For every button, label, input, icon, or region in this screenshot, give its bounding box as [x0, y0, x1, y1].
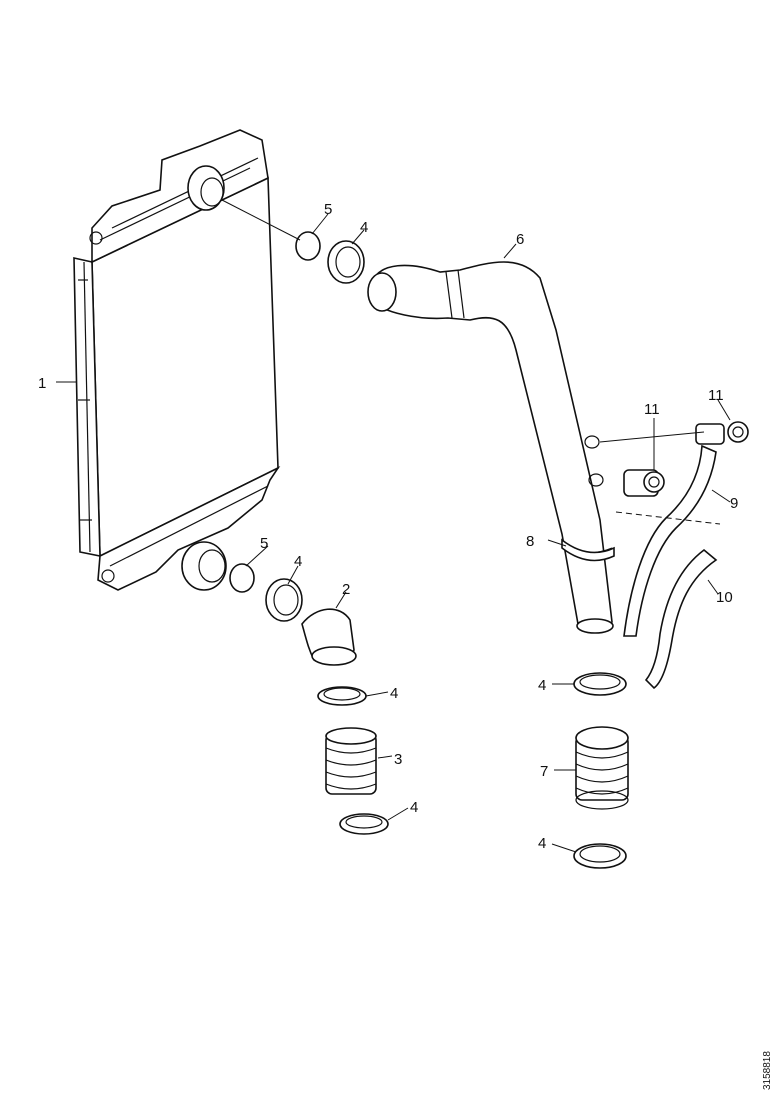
o-ring-upper — [295, 231, 321, 261]
hose-clamp-low — [339, 813, 389, 835]
hose-clamp-lower-right — [265, 578, 303, 622]
elbow-hose — [301, 608, 357, 666]
leader-lines — [56, 199, 731, 853]
callout-3: 3 — [394, 751, 402, 768]
callout-4-upper: 4 — [360, 219, 368, 236]
callout-9: 9 — [730, 495, 738, 512]
figure-id: 3158818 — [762, 1051, 773, 1090]
hose-clamp-mid — [317, 686, 367, 706]
callout-2: 2 — [342, 581, 350, 598]
callout-4-bottom: 4 — [538, 835, 546, 852]
callout-5-lower: 5 — [260, 535, 268, 552]
sensor-lower — [623, 469, 665, 497]
corrugated-sleeve-7 — [575, 726, 629, 810]
pipe-clamp-band — [561, 538, 615, 562]
callout-4-low: 4 — [410, 799, 418, 816]
callout-7: 7 — [540, 763, 548, 780]
o-ring-lower — [229, 563, 255, 593]
callout-4-pipe-outlet: 4 — [538, 677, 546, 694]
small-hose-9 — [623, 444, 717, 637]
hose-clamp-upper-right — [327, 240, 365, 284]
sensor-port-upper — [584, 435, 600, 449]
sensor-upper — [695, 421, 749, 445]
charge-air-cooler — [73, 129, 281, 591]
callout-labels: 1 2 3 4 4 4 4 4 4 5 5 6 7 8 9 10 11 11 — [38, 201, 738, 852]
charge-air-pipe — [367, 261, 614, 634]
callout-5-upper: 5 — [324, 201, 332, 218]
callout-8: 8 — [526, 533, 534, 550]
sensor-port-lower — [588, 473, 604, 487]
callout-11-upper: 11 — [708, 387, 724, 404]
callout-10: 10 — [716, 589, 733, 606]
callout-1: 1 — [38, 375, 46, 392]
callout-6: 6 — [516, 231, 524, 248]
hose-clamp-bottom — [573, 843, 627, 869]
hose-clamp-pipe-outlet — [573, 672, 627, 696]
corrugated-sleeve — [325, 727, 377, 795]
callout-4-lower: 4 — [294, 553, 302, 570]
callout-11-lower: 11 — [644, 401, 660, 418]
callout-4-mid: 4 — [390, 685, 398, 702]
small-hose-10 — [644, 548, 718, 690]
